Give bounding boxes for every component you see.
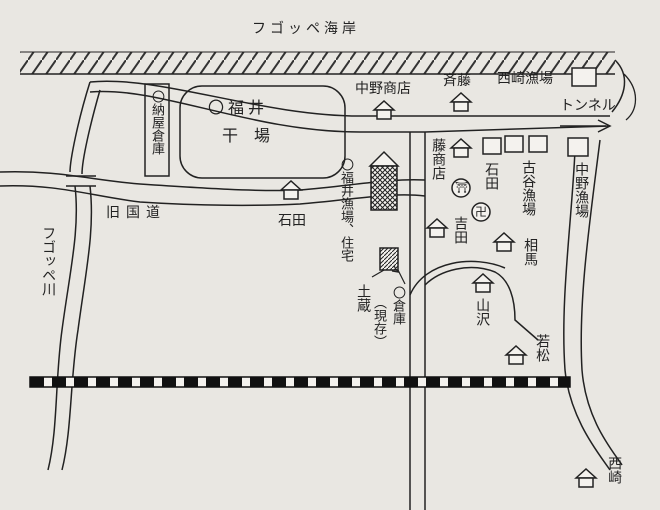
label-furuya-gyoba: 古谷漁場	[520, 160, 537, 216]
label-nishizaki: 西崎	[606, 456, 623, 484]
label-fukui-hoshiba-1: 〇福井	[208, 98, 269, 117]
fukui-fishery-house	[368, 150, 400, 211]
railway	[29, 376, 571, 388]
label-aima: 相馬	[522, 238, 539, 266]
label-fujiwara-shoten: 藤商店	[430, 138, 447, 180]
fukui-storage-shed	[144, 83, 170, 177]
river-label: フゴッペ川	[40, 226, 57, 296]
label-genzon: （現存）	[371, 296, 387, 348]
shrine-mark-circle	[451, 178, 471, 198]
label-kura: 〇倉庫	[390, 286, 406, 325]
fugoppe-river	[47, 185, 93, 471]
label-nakano-shoten: 中野商店	[355, 81, 411, 97]
old-road-label: 旧国道	[106, 205, 166, 221]
label-yamazawa: 山沢	[474, 298, 491, 326]
label-fukui-nayakura: 〇納屋倉庫	[149, 90, 165, 155]
label-fukui-hoshiba-2: 干場	[222, 126, 287, 145]
fukui-drying-yard	[179, 85, 346, 179]
label-wakamatsu: 若松	[534, 334, 551, 362]
label-yoshida: 吉田	[452, 216, 469, 244]
tunnel-arrow	[560, 119, 612, 133]
label-ishida-2: 石田	[278, 213, 306, 229]
storehouse-existing	[371, 247, 406, 285]
coastline	[20, 51, 637, 121]
temple-mark: 卍	[475, 205, 488, 219]
bridge	[66, 175, 96, 187]
tunnel-label: トンネル	[560, 98, 616, 114]
coast-label: フゴッペ海岸	[252, 21, 360, 37]
square-buildings	[482, 67, 597, 157]
label-ishida-1: 石田	[483, 162, 500, 190]
temple-mark-circle	[471, 202, 491, 222]
label-fukui-gyoba-jutaku: 〇福井漁場、住宅	[338, 158, 354, 262]
label-dozo: 土蔵	[355, 284, 372, 312]
label-nakano-gyoba: 中野漁場	[573, 162, 590, 218]
shrine-mark: ⛩	[455, 181, 469, 194]
label-saito: 斉藤	[443, 73, 471, 89]
label-nishizaki-gyoba: 西崎漁場	[497, 71, 553, 87]
